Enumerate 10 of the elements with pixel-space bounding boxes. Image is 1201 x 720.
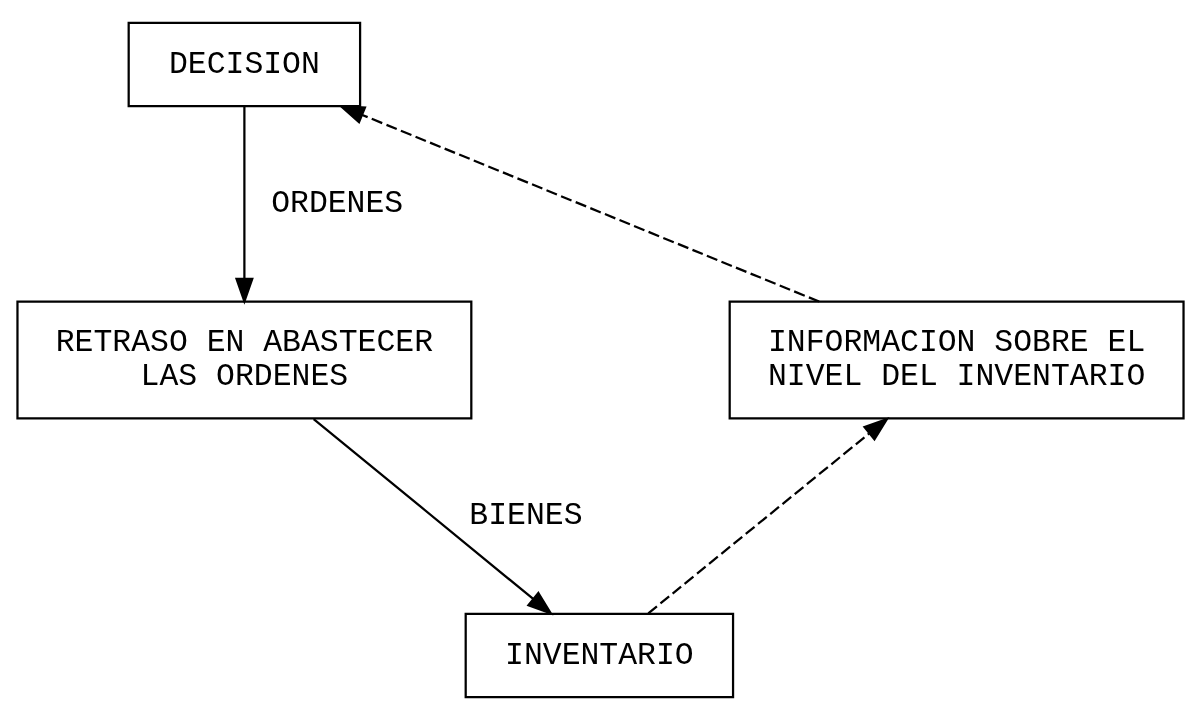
arrow [647, 416, 890, 615]
arrow [338, 105, 820, 303]
node-box: INFORMACION SOBRE EL NIVEL DEL INVENTARIO [728, 300, 1185, 420]
node-box: INVENTARIO [464, 612, 735, 699]
node-box: DECISION [127, 21, 362, 108]
node-box: RETRASO EN ABASTECER LAS ORDENES [16, 300, 473, 420]
arrow [312, 418, 554, 616]
arrow [234, 106, 254, 305]
edge-label: ORDENES [271, 186, 404, 222]
edge-label: BIENES [469, 498, 583, 534]
